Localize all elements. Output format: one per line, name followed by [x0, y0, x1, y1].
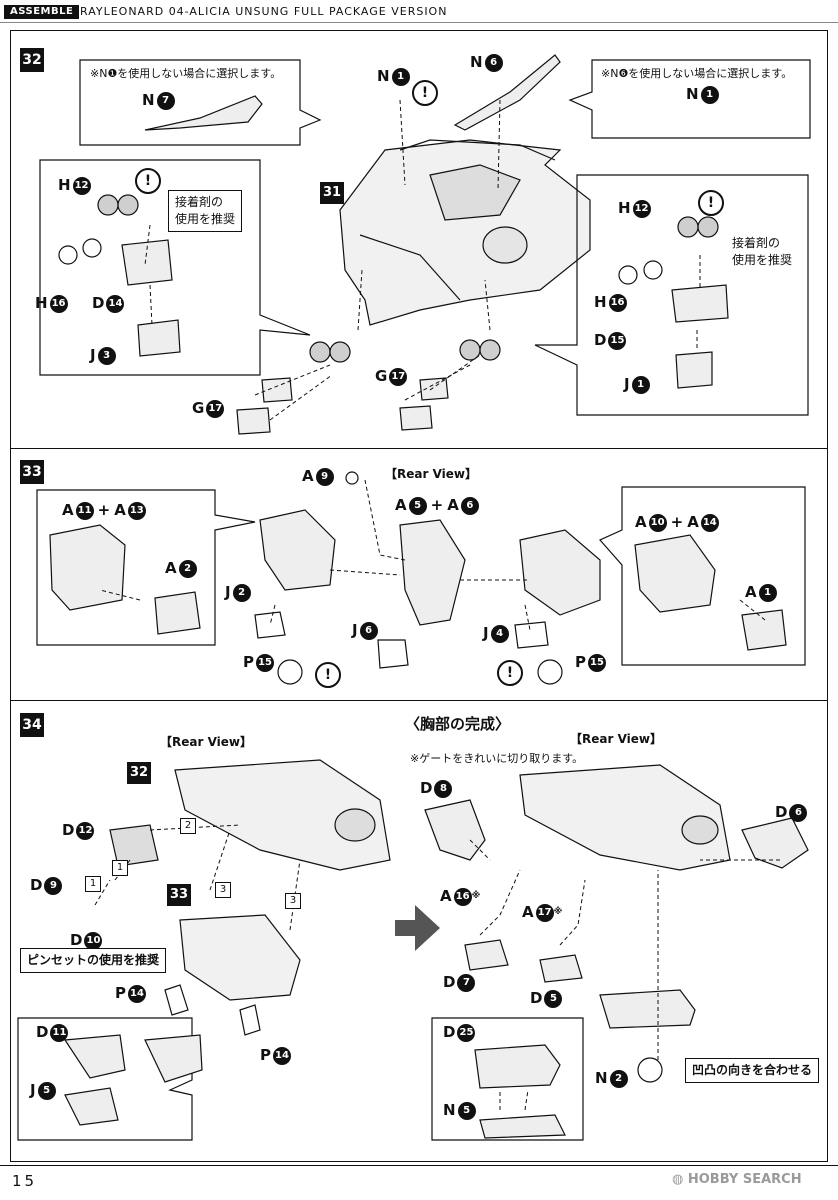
rear-view-label: 【Rear View】 — [160, 735, 252, 749]
sequence-marker: 3 — [215, 882, 231, 898]
gate-note: ※ゲートをきれいに切り取ります。 — [410, 752, 584, 765]
detail-box-a10 — [599, 486, 806, 666]
option-box-right — [568, 59, 811, 139]
product-title: RAYLEONARD 04-ALICIA UNSUNG FULL PACKAGE… — [80, 5, 448, 18]
glue-callout-right: 接着剤の 使用を推奨 — [726, 232, 799, 272]
warning-icon: ! — [412, 80, 438, 106]
chest-assembly-shape — [519, 764, 731, 871]
sequence-marker: 3 — [285, 893, 301, 909]
detail-box-d25 — [431, 1017, 584, 1141]
instruction-frame — [10, 30, 828, 1162]
align-callout: 凹凸の向きを合わせる — [685, 1058, 820, 1083]
n6-part-shape — [453, 54, 561, 131]
detail-box-left — [39, 159, 311, 376]
detail-box-d11 — [17, 1017, 193, 1141]
option-note-right: ※N❻を使用しない場合に選択します。 — [601, 67, 793, 80]
ref-step-32: 32 — [127, 762, 152, 784]
rear-view-label: 【Rear View】 — [385, 467, 477, 481]
watermark: ◍ HOBBY SEARCH — [672, 1172, 802, 1187]
section-divider — [10, 448, 827, 449]
detail-box-a11 — [36, 489, 256, 646]
sequence-marker: 2 — [180, 818, 196, 834]
n7-part-shape — [144, 95, 263, 131]
step-number-33: 33 — [20, 460, 44, 484]
assembly-33-shape — [179, 914, 301, 1001]
glue-callout: 接着剤の 使用を推奨 — [168, 190, 243, 232]
header-rule — [0, 22, 838, 23]
detail-box-right — [534, 174, 809, 416]
footer-rule — [0, 1165, 838, 1166]
ref-step-33: 33 — [167, 884, 192, 906]
vehicle-body-shape — [339, 139, 591, 326]
option-note-left: ※N❶を使用しない場合に選択します。 — [90, 67, 282, 80]
warning-icon: ! — [698, 190, 724, 216]
sequence-marker: 1 — [112, 860, 128, 876]
watermark-text: HOBBY SEARCH — [687, 1172, 802, 1187]
arrow-icon — [395, 905, 440, 951]
page-number: 15 — [12, 1172, 38, 1190]
step-number-32: 32 — [20, 48, 44, 72]
chest-complete-heading: 〈胸部の完成〉 — [405, 715, 511, 733]
ref-step-31: 31 — [320, 182, 345, 204]
warning-icon: ! — [135, 168, 161, 194]
tweezers-callout: ピンセットの使用を推奨 — [20, 948, 167, 973]
assemble-badge: ASSEMBLE — [4, 5, 80, 19]
sequence-marker: 1 — [85, 876, 101, 892]
warning-icon: ! — [497, 660, 523, 686]
option-box-left — [79, 59, 322, 146]
assembly-32-shape — [174, 759, 391, 871]
rear-view-label: 【Rear View】 — [570, 732, 662, 746]
section-divider — [10, 700, 827, 701]
warning-icon: ! — [315, 662, 341, 688]
page-header: ASSEMBLE RAYLEONARD 04-ALICIA UNSUNG FUL… — [0, 0, 838, 26]
step-number-34: 34 — [20, 713, 44, 737]
